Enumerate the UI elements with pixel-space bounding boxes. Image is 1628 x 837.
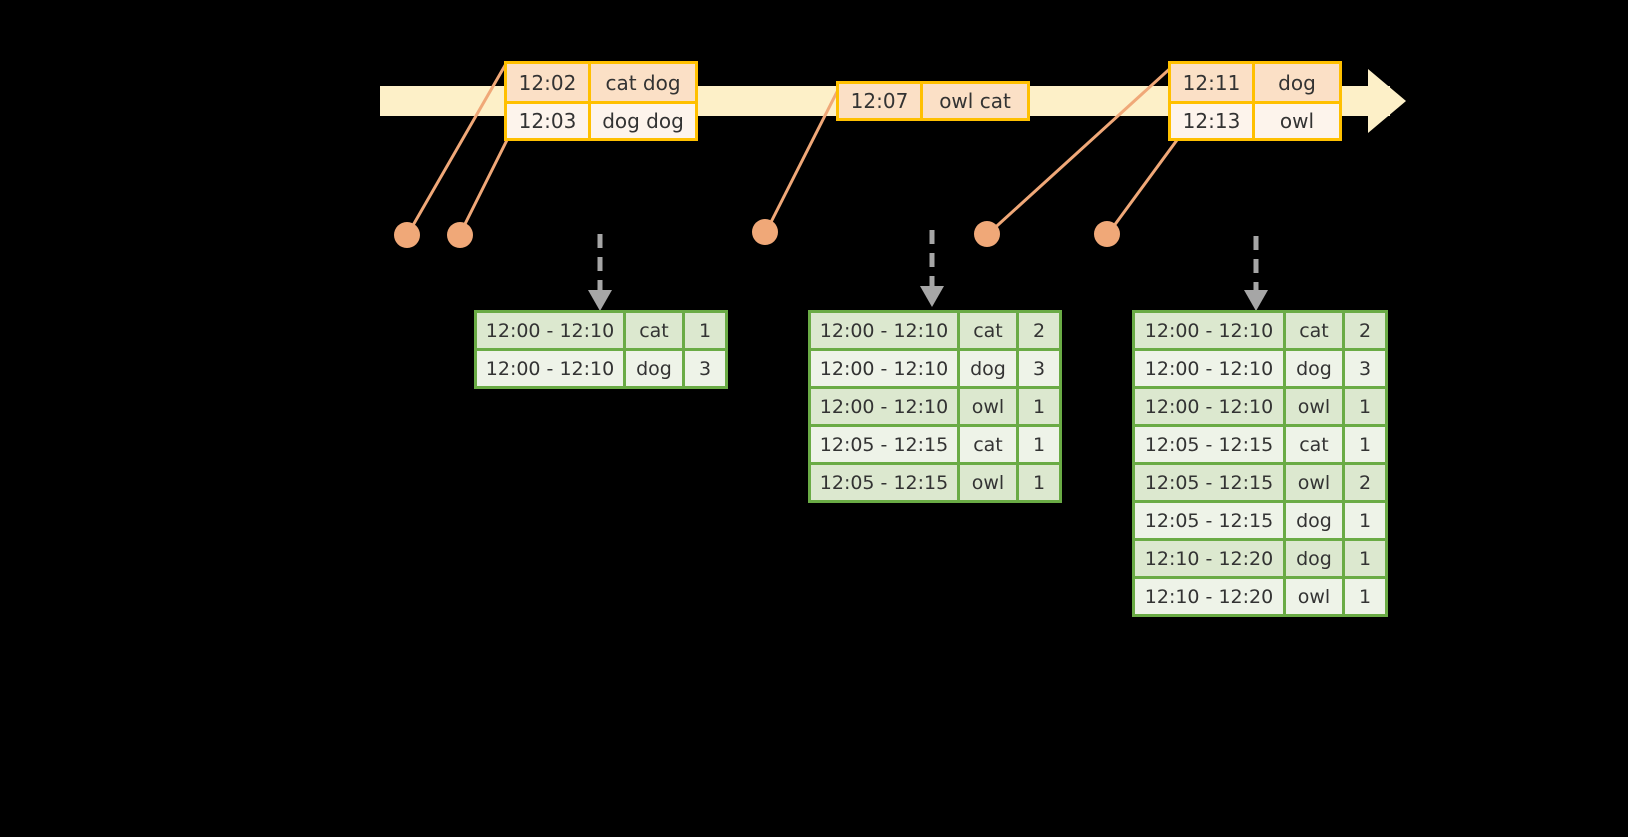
event-box-3[interactable]: 12:11 dog 12:13 owl: [1168, 61, 1342, 141]
table-row[interactable]: 12:00 - 12:10 dog 3: [477, 351, 725, 386]
event-time: 12:02: [507, 64, 591, 101]
result-table-3[interactable]: 12:00 - 12:10 cat 2 12:00 - 12:10 dog 3 …: [1132, 310, 1388, 617]
cell-window: 12:05 - 12:15: [1135, 427, 1283, 462]
cell-count: 1: [1019, 427, 1059, 462]
table-row[interactable]: 12:05 - 12:15 owl 2: [1135, 465, 1385, 500]
cell-word: owl: [1286, 465, 1342, 500]
cell-window: 12:00 - 12:10: [811, 351, 957, 386]
event-row[interactable]: 12:02 cat dog: [507, 64, 695, 101]
event-dot-4: [974, 221, 1000, 247]
cell-count: 1: [1345, 541, 1385, 576]
event-time: 12:07: [839, 84, 923, 118]
cell-word: cat: [626, 313, 682, 348]
cell-window: 12:00 - 12:10: [1135, 313, 1283, 348]
connector-line-5: [1106, 139, 1179, 235]
cell-window: 12:05 - 12:15: [811, 465, 957, 500]
cell-window: 12:10 - 12:20: [1135, 541, 1283, 576]
cell-count: 1: [1345, 579, 1385, 614]
cell-word: dog: [1286, 541, 1342, 576]
event-time: 12:11: [1171, 64, 1255, 101]
event-dot-3: [752, 219, 778, 245]
dashed-arrow-head-1: [588, 290, 612, 311]
table-row[interactable]: 12:00 - 12:10 dog 3: [1135, 351, 1385, 386]
timeline-arrowhead-icon: [1368, 69, 1406, 133]
cell-word: cat: [960, 313, 1016, 348]
cell-word: owl: [1286, 579, 1342, 614]
event-words: cat dog: [591, 64, 695, 101]
cell-window: 12:05 - 12:15: [1135, 465, 1283, 500]
table-row[interactable]: 12:10 - 12:20 owl 1: [1135, 579, 1385, 614]
event-dot-2: [447, 222, 473, 248]
cell-count: 2: [1345, 313, 1385, 348]
cell-count: 1: [685, 313, 725, 348]
dashed-arrow-head-3: [1244, 290, 1268, 311]
cell-word: owl: [1286, 389, 1342, 424]
cell-word: owl: [960, 465, 1016, 500]
cell-window: 12:00 - 12:10: [477, 313, 623, 348]
table-row[interactable]: 12:05 - 12:15 owl 1: [811, 465, 1059, 500]
table-row[interactable]: 12:00 - 12:10 owl 1: [811, 389, 1059, 424]
cell-count: 3: [1345, 351, 1385, 386]
event-words: dog dog: [591, 104, 695, 138]
event-dot-1: [394, 222, 420, 248]
cell-count: 1: [1345, 503, 1385, 538]
event-row[interactable]: 12:03 dog dog: [507, 101, 695, 138]
cell-count: 1: [1345, 389, 1385, 424]
cell-window: 12:10 - 12:20: [1135, 579, 1283, 614]
cell-word: cat: [1286, 313, 1342, 348]
event-time: 12:03: [507, 104, 591, 138]
table-row[interactable]: 12:00 - 12:10 cat 2: [1135, 313, 1385, 348]
cell-window: 12:00 - 12:10: [811, 389, 957, 424]
table-row[interactable]: 12:05 - 12:15 cat 1: [811, 427, 1059, 462]
result-table-1[interactable]: 12:00 - 12:10 cat 1 12:00 - 12:10 dog 3: [474, 310, 728, 389]
cell-window: 12:00 - 12:10: [1135, 389, 1283, 424]
cell-count: 3: [685, 351, 725, 386]
cell-word: owl: [960, 389, 1016, 424]
cell-count: 1: [1345, 427, 1385, 462]
cell-window: 12:05 - 12:15: [811, 427, 957, 462]
cell-word: dog: [1286, 503, 1342, 538]
table-row[interactable]: 12:10 - 12:20 dog 1: [1135, 541, 1385, 576]
event-box-1[interactable]: 12:02 cat dog 12:03 dog dog: [504, 61, 698, 141]
event-time: 12:13: [1171, 104, 1255, 138]
cell-count: 1: [1019, 465, 1059, 500]
cell-word: cat: [1286, 427, 1342, 462]
result-table-2[interactable]: 12:00 - 12:10 cat 2 12:00 - 12:10 dog 3 …: [808, 310, 1062, 503]
event-row[interactable]: 12:13 owl: [1171, 101, 1339, 138]
cell-window: 12:00 - 12:10: [811, 313, 957, 348]
event-words: dog: [1255, 64, 1339, 101]
connector-line-2: [458, 139, 509, 235]
dashed-arrow-head-2: [920, 286, 944, 307]
event-row[interactable]: 12:07 owl cat: [839, 84, 1027, 118]
table-row[interactable]: 12:05 - 12:15 dog 1: [1135, 503, 1385, 538]
cell-word: dog: [960, 351, 1016, 386]
event-dot-5: [1094, 221, 1120, 247]
cell-count: 2: [1345, 465, 1385, 500]
table-row[interactable]: 12:00 - 12:10 dog 3: [811, 351, 1059, 386]
cell-count: 1: [1019, 389, 1059, 424]
event-row[interactable]: 12:11 dog: [1171, 64, 1339, 101]
cell-word: cat: [960, 427, 1016, 462]
cell-word: dog: [1286, 351, 1342, 386]
table-row[interactable]: 12:00 - 12:10 cat 2: [811, 313, 1059, 348]
cell-window: 12:00 - 12:10: [1135, 351, 1283, 386]
table-row[interactable]: 12:05 - 12:15 cat 1: [1135, 427, 1385, 462]
event-words: owl cat: [923, 84, 1027, 118]
cell-count: 3: [1019, 351, 1059, 386]
cell-count: 2: [1019, 313, 1059, 348]
event-words: owl: [1255, 104, 1339, 138]
cell-window: 12:00 - 12:10: [477, 351, 623, 386]
event-box-2[interactable]: 12:07 owl cat: [836, 81, 1030, 121]
table-row[interactable]: 12:00 - 12:10 cat 1: [477, 313, 725, 348]
cell-window: 12:05 - 12:15: [1135, 503, 1283, 538]
table-row[interactable]: 12:00 - 12:10 owl 1: [1135, 389, 1385, 424]
cell-word: dog: [626, 351, 682, 386]
